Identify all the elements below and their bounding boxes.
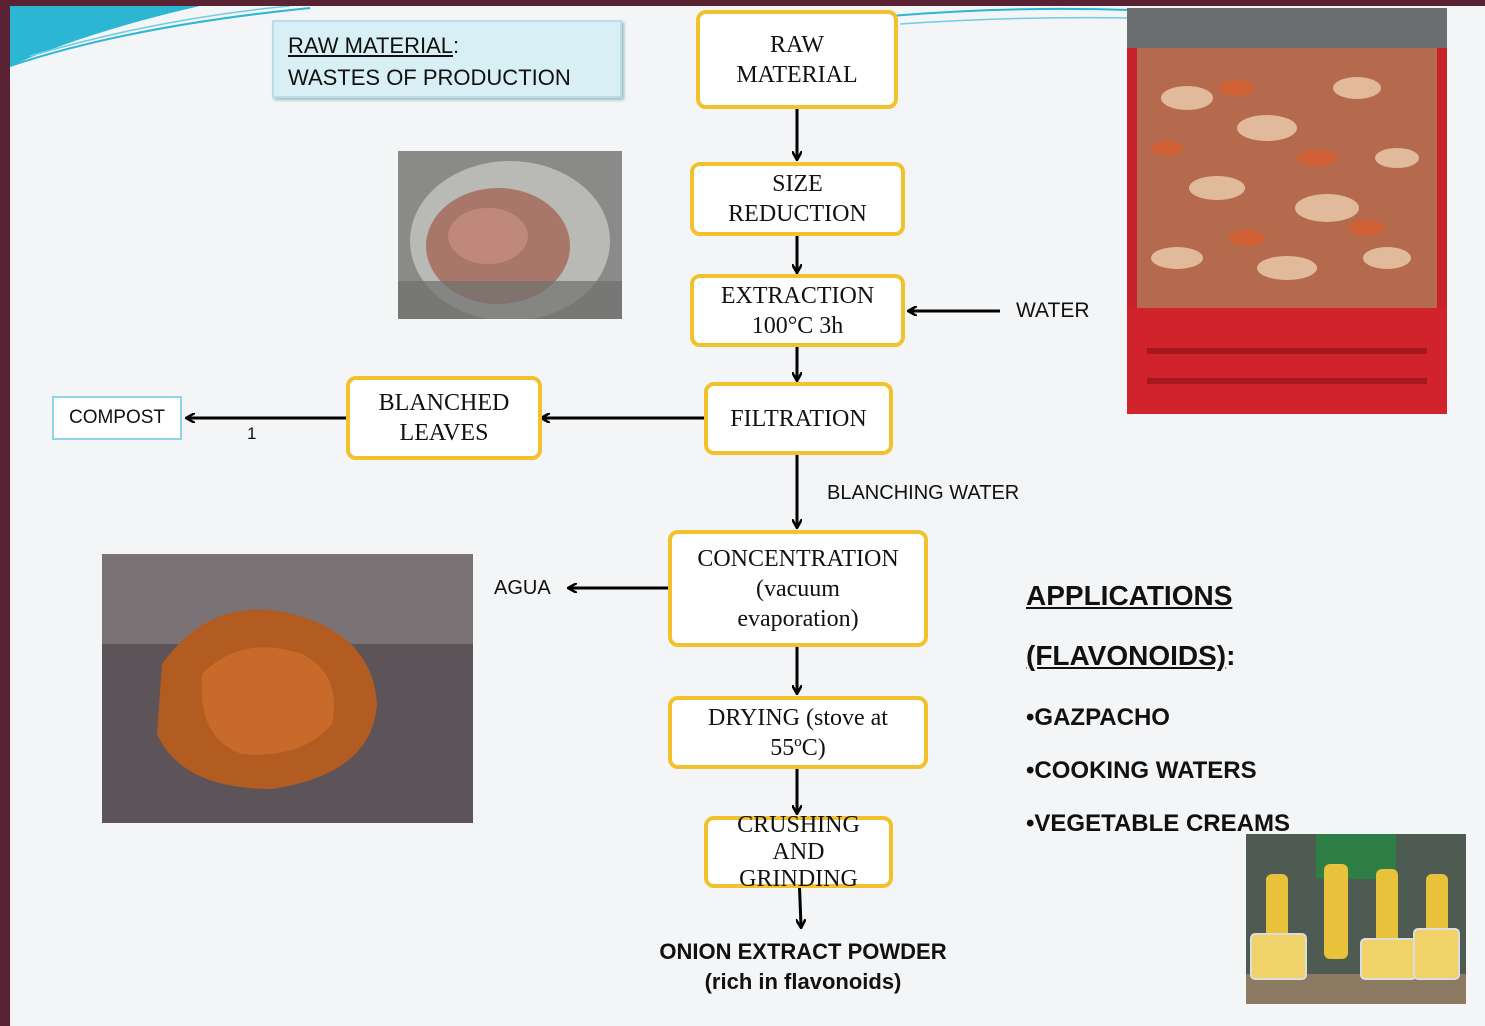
agua-label: AGUA [494, 577, 551, 600]
onion-skins-crate-photo [1127, 8, 1447, 414]
step-raw-material: RAW MATERIAL [696, 10, 898, 109]
step-concentration: CONCENTRATION (vacuum evaporation) [668, 530, 928, 647]
step-blanched-leaves: BLANCHED LEAVES [346, 376, 542, 460]
step-crushing-grinding: CRUSHING AND GRINDING [704, 816, 893, 888]
compost-box: COMPOST [52, 396, 182, 440]
application-item: •COOKING WATERS [1026, 744, 1290, 797]
step-filtration: FILTRATION [704, 382, 893, 455]
step-drying: DRYING (stove at 55ºC) [668, 696, 928, 769]
application-item: •GAZPACHO [1026, 691, 1290, 744]
step-size-reduction: SIZE REDUCTION [690, 162, 905, 236]
powder-photo [102, 554, 473, 823]
basket-photo [398, 151, 622, 319]
applications-heading: APPLICATIONS [1026, 566, 1290, 626]
applications-list: APPLICATIONS (FLAVONOIDS): •GAZPACHO •CO… [1026, 566, 1290, 850]
applications-subheading: (FLAVONOIDS) [1026, 640, 1226, 671]
blanching-water-label: BLANCHING WATER [827, 482, 1019, 505]
water-label: WATER [1016, 299, 1090, 323]
jars-photo [1246, 834, 1466, 1004]
product-title: ONION EXTRACT POWDER [650, 939, 956, 965]
applications-colon: : [1226, 640, 1235, 671]
step-extraction: EXTRACTION 100°C 3h [690, 274, 905, 347]
compost-label: COMPOST [69, 407, 165, 429]
product-subtitle: (rich in flavonoids) [650, 969, 956, 995]
compost-number-label: 1 [247, 424, 256, 444]
slide: RAW MATERIAL: WASTES OF PRODUCTION RAW M… [10, 6, 1485, 1026]
